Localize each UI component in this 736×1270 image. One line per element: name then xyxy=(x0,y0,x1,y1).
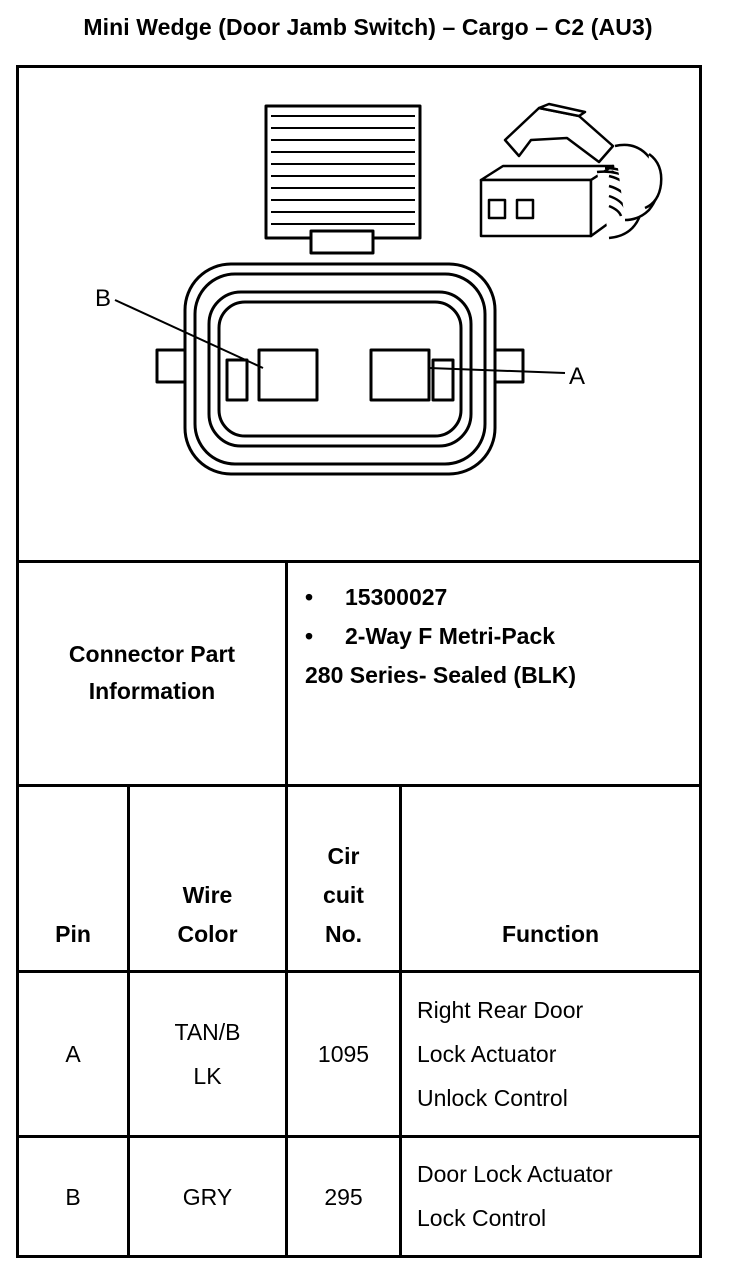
table-row-b-pin: B xyxy=(19,1138,127,1255)
divider-col-wire xyxy=(285,784,288,1258)
header-wire-color-line2: Color xyxy=(177,921,238,947)
row-b-function-line2: Lock Control xyxy=(417,1205,547,1231)
table-row-a-wire-color: TAN/B LK xyxy=(130,973,285,1135)
row-a-function-line2: Lock Actuator xyxy=(417,1041,557,1067)
connector-info-label-line1: Connector Part xyxy=(68,641,236,667)
part-number: 15300027 xyxy=(345,584,448,610)
connector-info-label: Connector Part Information xyxy=(19,562,285,784)
bullet-icon: • xyxy=(305,584,314,610)
row-b-function-line1: Door Lock Actuator xyxy=(417,1161,613,1187)
header-circuit-no: Cir cuit No. xyxy=(288,787,399,970)
connector-face-diagram: B A xyxy=(95,102,663,476)
connector-isometric-icon xyxy=(479,102,663,240)
row-a-wire-color-line2: LK xyxy=(193,1063,222,1089)
header-wire-color: Wire Color xyxy=(130,787,285,970)
pin-b-callout: B xyxy=(95,285,111,312)
row-a-pin-text: A xyxy=(65,1041,81,1067)
row-b-pin-text: B xyxy=(65,1183,81,1210)
table-row-b-function: Door Lock Actuator Lock Control xyxy=(417,1152,697,1240)
row-b-circuit-text: 295 xyxy=(324,1183,363,1210)
header-wire-color-line1: Wire xyxy=(182,882,233,908)
divider-row-a-bottom xyxy=(16,1135,702,1138)
part-number-line: • 15300027 xyxy=(305,578,576,617)
page-title: Mini Wedge (Door Jamb Switch) – Cargo – … xyxy=(83,14,653,40)
description-line: • 2-Way F Metri-Pack xyxy=(305,617,576,656)
divider-header-bottom xyxy=(16,970,702,973)
connector-description-line1: 2-Way F Metri-Pack xyxy=(345,623,556,649)
row-a-function-line3: Unlock Control xyxy=(417,1085,568,1111)
table-row-b-wire-color: GRY xyxy=(130,1138,285,1255)
bullet-icon: • xyxy=(305,623,314,649)
header-function: Function xyxy=(402,787,699,970)
connector-info-details: • 15300027 • 2-Way F Metri-Pack 280 Series… xyxy=(305,578,576,695)
connector-description-line2: 280 Series- Sealed (BLK) xyxy=(305,662,577,688)
table-row-a-circuit: 1095 xyxy=(288,973,399,1135)
table-row-b-circuit: 295 xyxy=(288,1138,399,1255)
table-row-a-pin: A xyxy=(19,973,127,1135)
divider-col-pin xyxy=(127,784,130,1258)
row-a-wire-color-line1: TAN/B xyxy=(174,1019,241,1045)
header-pin-text: Pin xyxy=(55,921,91,947)
header-circuit-line2: cuit xyxy=(323,882,364,908)
table-row-a-function: Right Rear Door Lock Actuator Unlock Con… xyxy=(417,988,697,1120)
row-a-function-line1: Right Rear Door xyxy=(417,997,584,1023)
header-circuit-line3: No. xyxy=(324,921,363,947)
connector-info-label-line2: Information xyxy=(88,678,216,704)
row-b-wire-color-text: GRY xyxy=(182,1183,233,1210)
divider-drawing-bottom xyxy=(16,560,702,563)
divider-info-column xyxy=(285,560,288,787)
header-circuit-line1: Cir xyxy=(327,843,360,869)
row-a-circuit-text: 1095 xyxy=(317,1041,370,1067)
header-pin: Pin xyxy=(19,787,127,970)
divider-col-circuit xyxy=(399,784,402,1258)
connector-table-frame xyxy=(16,65,702,1258)
pin-a-callout: A xyxy=(569,363,585,390)
header-function-text: Function xyxy=(501,921,600,947)
divider-info-bottom xyxy=(16,784,702,787)
